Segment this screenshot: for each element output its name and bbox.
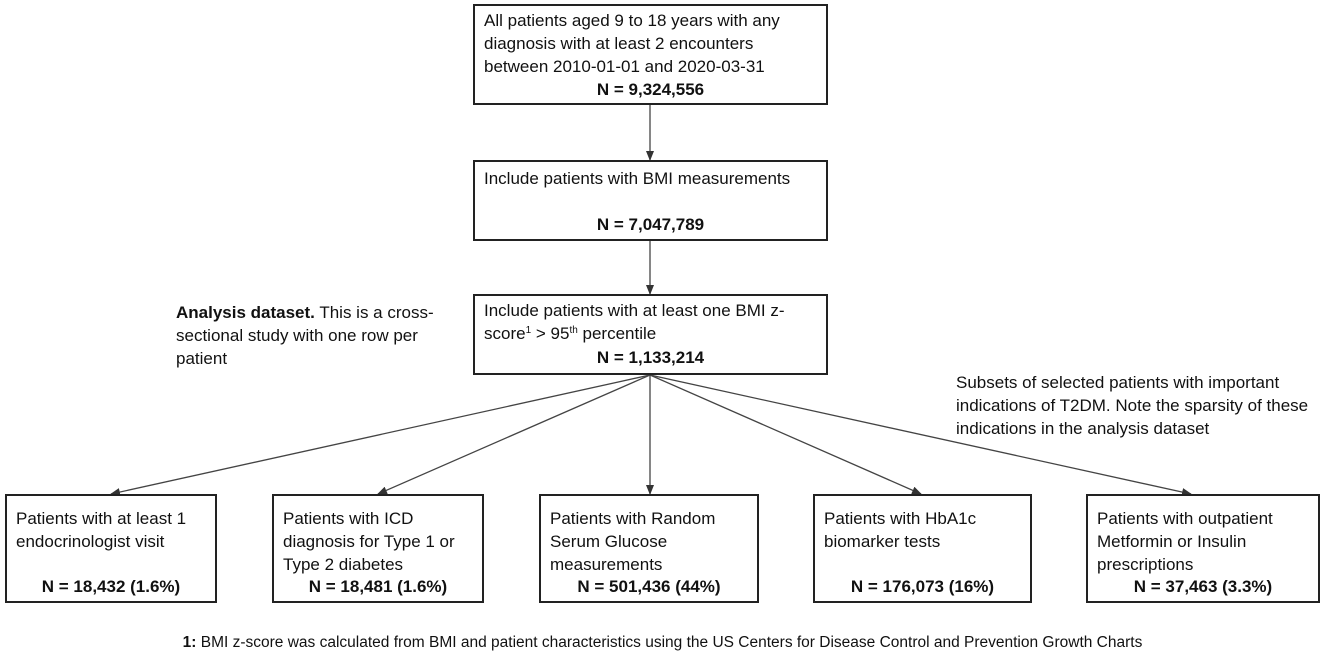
box-text-line: diagnosis with at least 2 encounters (484, 34, 754, 53)
arrow-to-subset-endocrinologist (110, 374, 651, 496)
text-fragment: score (484, 324, 526, 343)
box-text-line: Patients with outpatient (1097, 509, 1273, 528)
box-text-line: between 2010-01-01 and 2020-03-31 (484, 57, 765, 76)
note-line: patient (176, 349, 228, 368)
cohort-step-all-patients: All patients aged 9 to 18 years with any… (473, 4, 828, 105)
count-label: N = 18,481 (1.6%) (308, 577, 448, 596)
text-fragment: > 95 (531, 324, 570, 343)
subset-metformin-insulin-prescriptions: Patients with outpatient Metformin or In… (1086, 494, 1320, 603)
box-text-line: Metformin or Insulin (1097, 532, 1247, 551)
box-text-line: endocrinologist visit (16, 532, 165, 551)
arrow-to-subset-hba1c (649, 374, 922, 495)
subset-icd-diabetes-diagnosis: Patients with ICD diagnosis for Type 1 o… (272, 494, 484, 603)
text-fragment: percentile (577, 324, 657, 343)
box-text-line: score1 > 95th percentile (484, 322, 817, 345)
text-fragment: This is a cross- (314, 303, 434, 322)
ordinal-suffix: th (569, 325, 578, 336)
subset-endocrinologist-visit: Patients with at least 1 endocrinologist… (5, 494, 217, 603)
box-text-line: diagnosis for Type 1 or (283, 532, 455, 551)
box-text-line: measurements (550, 555, 663, 574)
note-line: sectional study with one row per (176, 326, 418, 345)
subset-hba1c-tests: Patients with HbA1c biomarker tests N = … (813, 494, 1032, 603)
count-label: N = 1,133,214 (596, 348, 705, 367)
arrow-to-subset-prescriptions (649, 374, 1192, 496)
box-text-line: Serum Glucose (550, 532, 668, 551)
footnote-marker: 1: (182, 634, 197, 651)
box-text-line: Include patients with at least one BMI z… (484, 301, 785, 320)
analysis-dataset-note: Analysis dataset. This is a cross- secti… (176, 301, 476, 370)
arrow-to-subset-icd (377, 374, 651, 495)
box-text-line: Patients with ICD (283, 509, 414, 528)
box-text-line: Include patients with BMI measurements (484, 169, 791, 188)
note-line: Subsets of selected patients with import… (956, 373, 1280, 392)
box-text-line: Patients with HbA1c (824, 509, 977, 528)
cohort-step-bmi-measurements: Include patients with BMI measurements N… (473, 160, 828, 241)
count-label: N = 7,047,789 (596, 215, 705, 234)
count-label: N = 501,436 (44%) (577, 577, 721, 596)
box-text-line: prescriptions (1097, 555, 1194, 574)
box-text-line: biomarker tests (824, 532, 941, 551)
note-line: indications in the analysis dataset (956, 419, 1210, 438)
subsets-note: Subsets of selected patients with import… (956, 371, 1325, 440)
footnote: 1: BMI z-score was calculated from BMI a… (0, 634, 1325, 652)
count-label: N = 176,073 (16%) (850, 577, 995, 596)
note-bold-heading: Analysis dataset. (176, 303, 315, 322)
box-text-line: Type 2 diabetes (283, 555, 404, 574)
cohort-step-bmi-zscore: Include patients with at least one BMI z… (473, 294, 828, 375)
count-label: N = 18,432 (1.6%) (41, 577, 181, 596)
box-text-line: All patients aged 9 to 18 years with any (484, 11, 780, 30)
footnote-marker: 1 (525, 325, 532, 336)
note-line: indications of T2DM. Note the sparsity o… (956, 396, 1309, 415)
count-label: N = 37,463 (3.3%) (1133, 577, 1273, 596)
note-line: Analysis dataset. This is a cross- (176, 301, 476, 324)
box-text-line: Patients with at least 1 (16, 509, 187, 528)
count-label: N = 9,324,556 (596, 80, 705, 99)
subset-random-serum-glucose: Patients with Random Serum Glucose measu… (539, 494, 759, 603)
footnote-text: BMI z-score was calculated from BMI and … (196, 634, 1143, 651)
box-text-line: Patients with Random (550, 509, 716, 528)
